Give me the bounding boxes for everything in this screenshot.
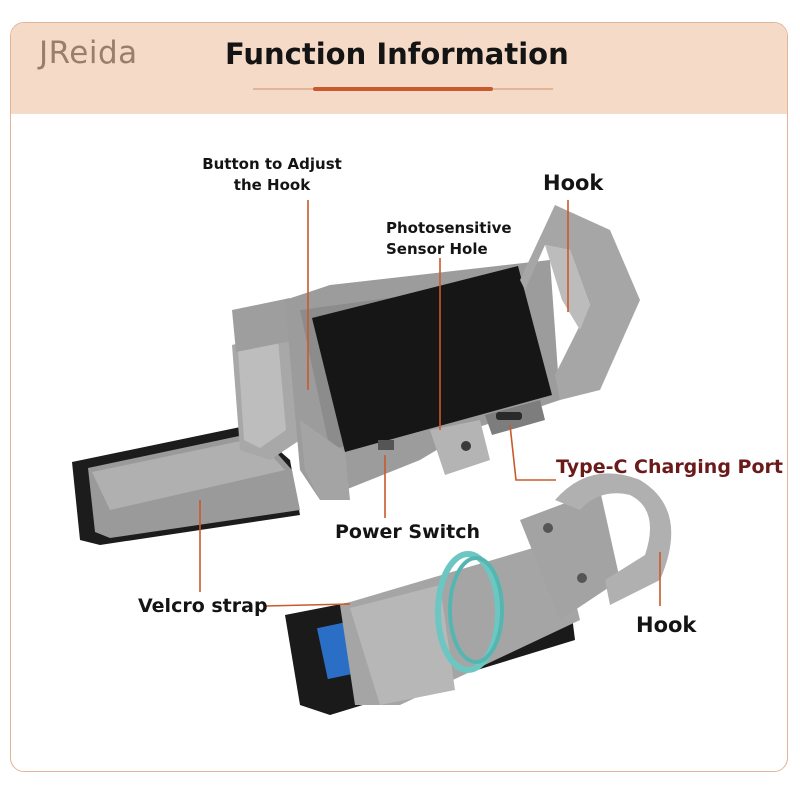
label-button-adjust-hook: Button to Adjust the Hook bbox=[196, 154, 348, 196]
bottom-hook bbox=[520, 473, 672, 620]
label-power-switch: Power Switch bbox=[335, 521, 481, 543]
label-type-c-port: Type-C Charging Port bbox=[556, 456, 783, 478]
header-bar: JReida Function Information bbox=[11, 23, 787, 114]
leader-lines bbox=[199, 200, 661, 607]
label-hook-top: Hook bbox=[543, 171, 604, 195]
label-photosensitive-line2: Sensor Hole bbox=[386, 240, 488, 258]
left-roller bbox=[232, 298, 300, 460]
lower-strap bbox=[285, 540, 580, 715]
label-button-adjust-line1: Button to Adjust bbox=[202, 155, 342, 173]
title-underline-accent bbox=[313, 87, 493, 91]
page-title: Function Information bbox=[225, 37, 569, 71]
brand-logo: JReida bbox=[39, 35, 138, 71]
label-photosensitive-line1: Photosensitive bbox=[386, 219, 512, 237]
upper-strap bbox=[72, 425, 300, 545]
label-hook-bottom: Hook bbox=[636, 613, 697, 637]
label-velcro-strap: Velcro strap bbox=[138, 595, 268, 617]
label-photosensitive-sensor: Photosensitive Sensor Hole bbox=[386, 218, 512, 260]
device-body bbox=[285, 260, 560, 500]
label-button-adjust-line2: the Hook bbox=[233, 176, 311, 194]
